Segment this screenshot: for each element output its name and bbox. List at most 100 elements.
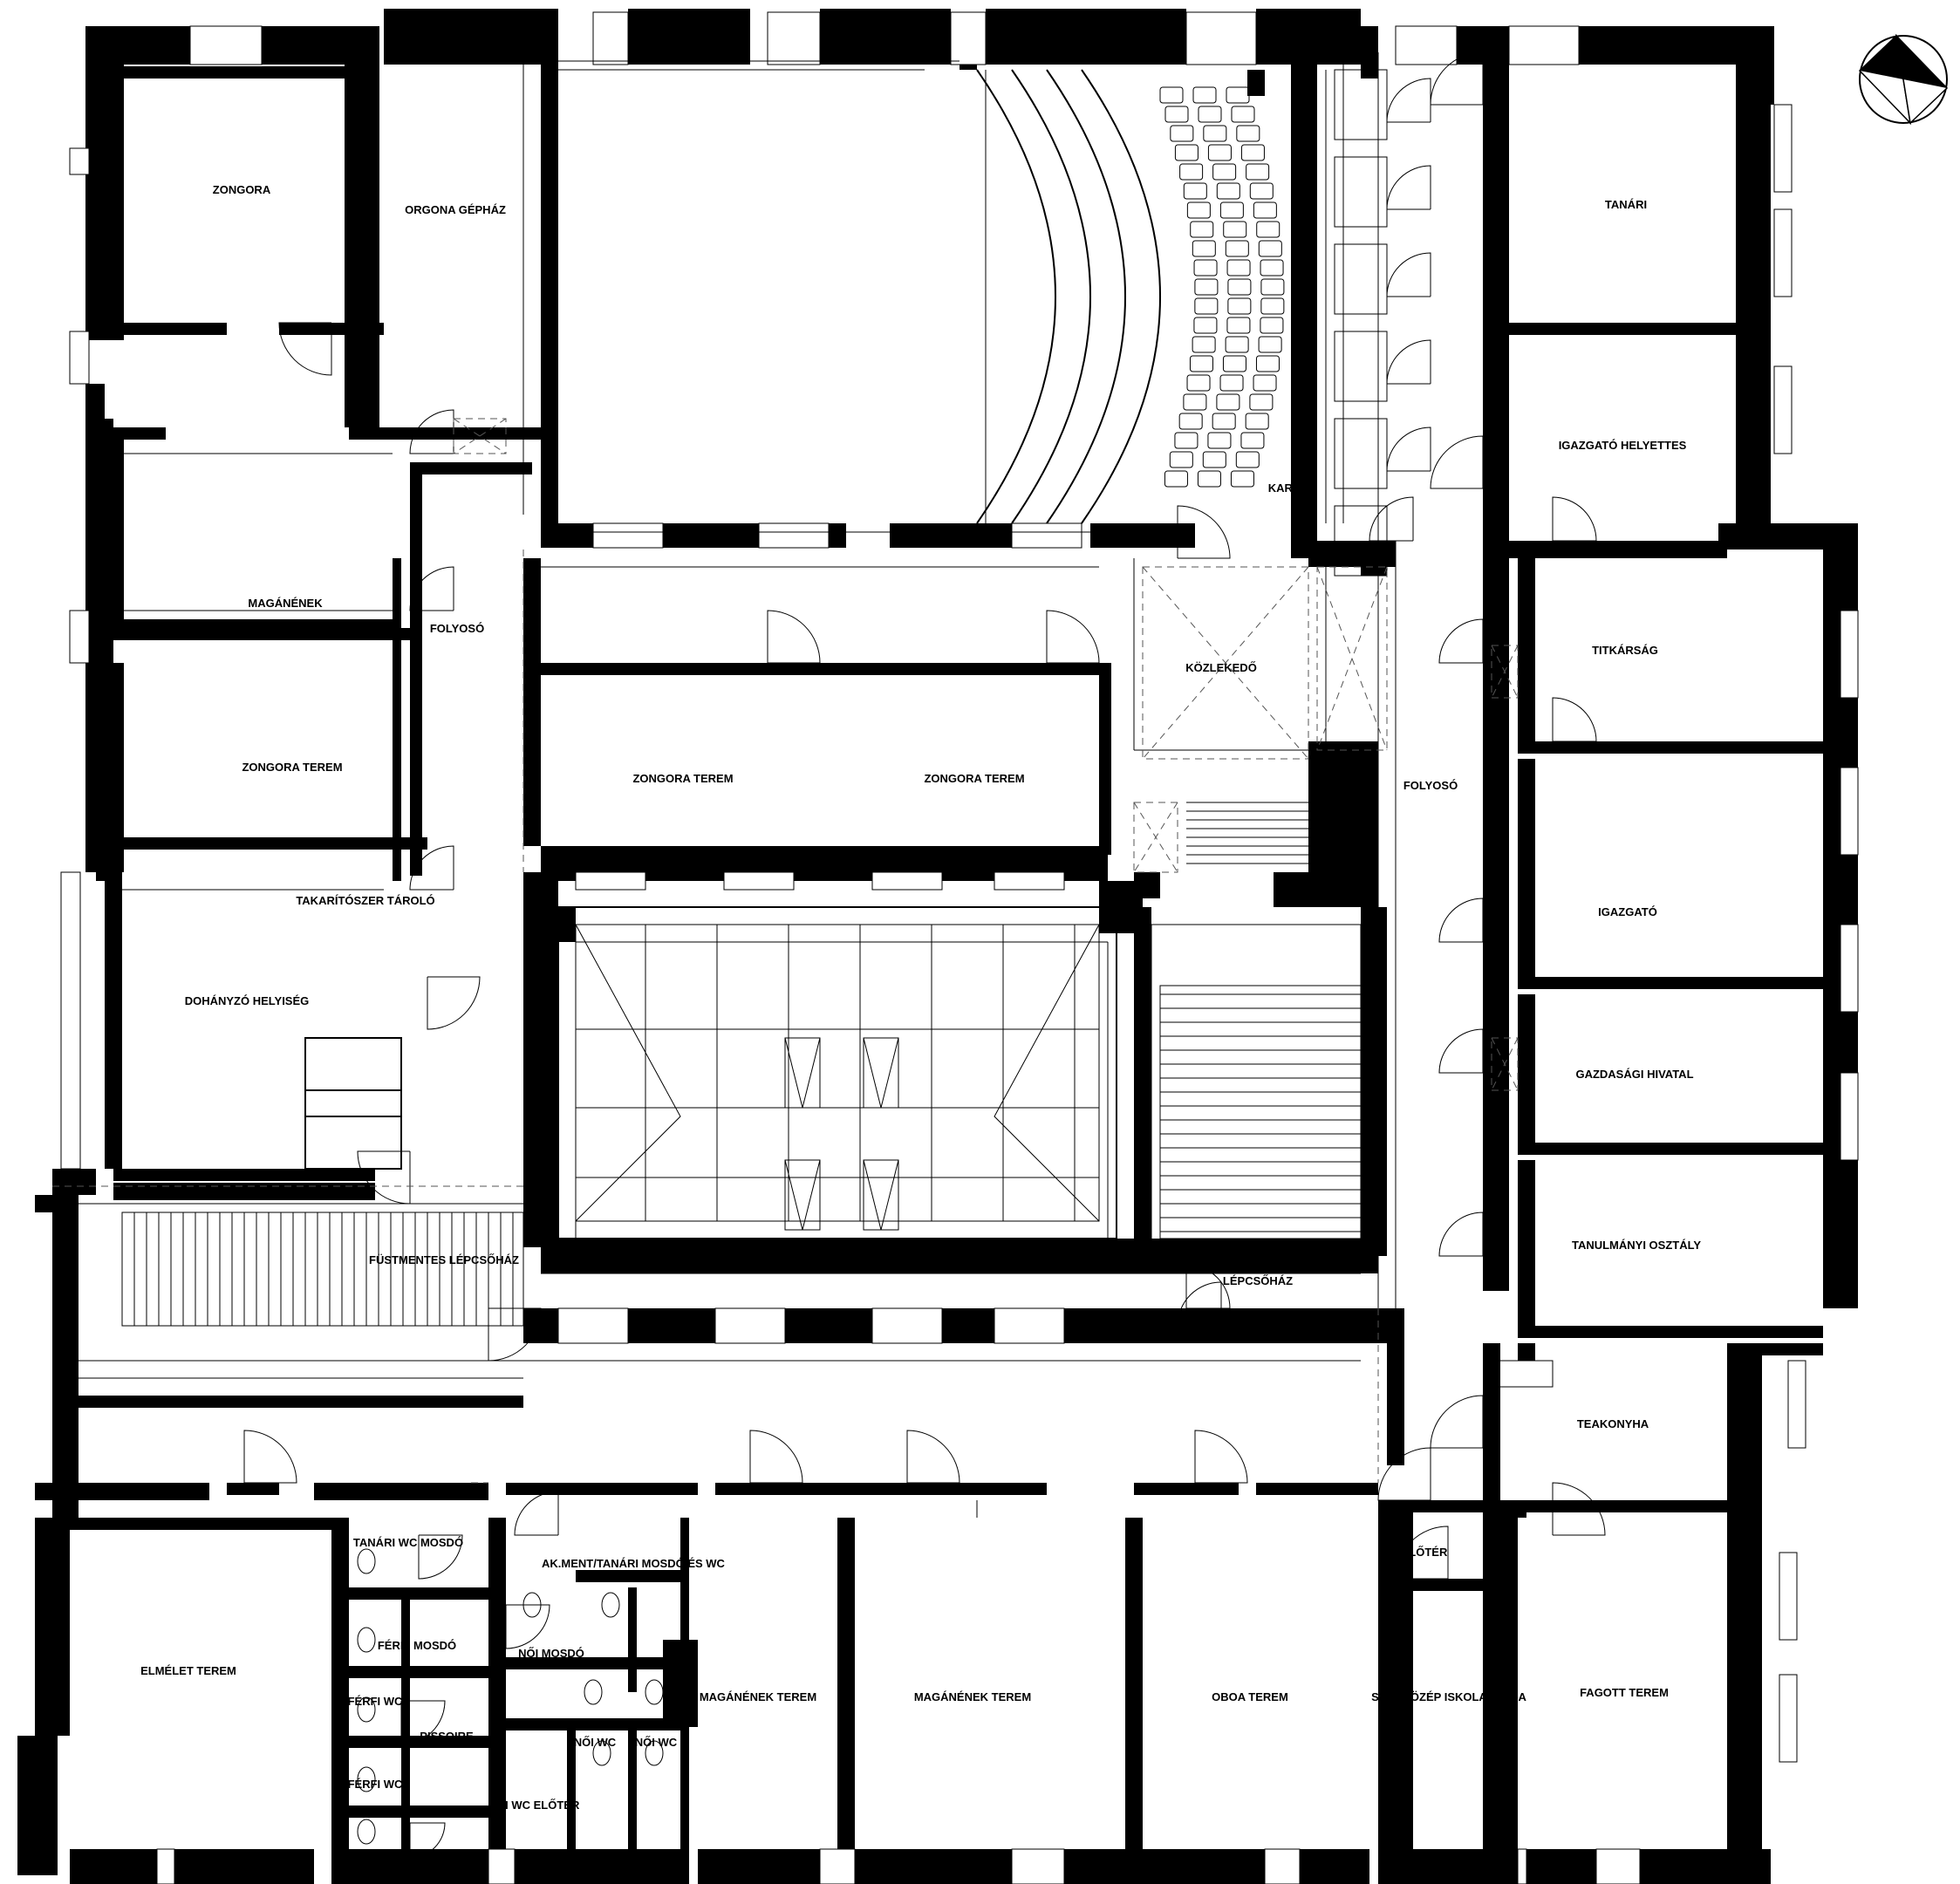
seat xyxy=(1159,86,1184,104)
seat xyxy=(1235,451,1260,468)
shaft xyxy=(1491,645,1519,699)
room-label-elotor: ELŐTÉR xyxy=(1402,1546,1448,1559)
seat xyxy=(1240,144,1265,161)
door-swing xyxy=(1438,1212,1484,1257)
window xyxy=(1840,924,1859,1013)
room-label-titkarsag: TITKÁRSÁG xyxy=(1592,644,1658,657)
wall-segment xyxy=(567,1727,576,1875)
wall-segment xyxy=(497,1718,680,1730)
shaft xyxy=(1133,802,1178,873)
room-label-oboa-terem: OBOA TEREM xyxy=(1212,1690,1288,1703)
seat xyxy=(1249,393,1274,411)
wall-segment xyxy=(488,1587,497,1875)
wall-segment xyxy=(1308,741,1378,872)
wall-segment xyxy=(1125,1518,1143,1884)
room-label-orgona-gephaz: ORGONA GÉPHÁZ xyxy=(405,203,506,216)
wall-segment xyxy=(1274,872,1378,907)
room-label-tanulmanyi-osztaly: TANULMÁNYI OSZTÁLY xyxy=(1572,1239,1701,1252)
window xyxy=(488,1848,516,1884)
room-label-ferfi-wc-1: FÉRFI WC xyxy=(348,1695,403,1708)
cabinet xyxy=(304,1089,402,1170)
shaft xyxy=(1142,566,1309,760)
seat xyxy=(1194,297,1219,315)
window xyxy=(156,1848,175,1884)
wall-segment xyxy=(506,1483,698,1495)
window xyxy=(575,871,646,891)
skylight-inner xyxy=(575,924,1100,1222)
sanitary-fixture xyxy=(357,1627,376,1653)
wall-segment xyxy=(576,1570,689,1582)
wall-segment xyxy=(70,1849,157,1884)
seat xyxy=(1216,393,1240,411)
seat xyxy=(1193,259,1218,276)
window xyxy=(1395,25,1458,65)
room-label-fagott-terem: FAGOTT TEREM xyxy=(1580,1686,1669,1699)
room-label-ferfi-mosdo: FÉRFI MOSDÓ xyxy=(378,1639,456,1652)
door-swing xyxy=(409,1822,446,1859)
window xyxy=(592,11,629,65)
wall-segment xyxy=(35,1483,209,1500)
skylight-hip xyxy=(575,924,681,1222)
window xyxy=(1779,1674,1798,1763)
seat xyxy=(1207,144,1232,161)
window xyxy=(767,11,821,65)
wall-segment xyxy=(1518,558,1535,741)
wall-segment xyxy=(1291,52,1317,558)
wall-segment xyxy=(1247,70,1265,96)
wall-segment xyxy=(1387,1308,1404,1465)
wall-segment xyxy=(410,462,532,474)
window xyxy=(994,1307,1065,1344)
wall-segment xyxy=(1378,1509,1413,1858)
wall-segment xyxy=(541,663,829,675)
seat xyxy=(1192,336,1216,353)
door-swing xyxy=(1177,505,1231,559)
skylight-hip xyxy=(994,924,1100,1222)
door-swing xyxy=(1438,618,1484,664)
wall-segment xyxy=(1099,663,1111,855)
seat xyxy=(1178,413,1203,430)
seat xyxy=(1183,393,1207,411)
wall-segment xyxy=(17,1736,58,1875)
wall-segment xyxy=(1518,1160,1535,1334)
wall-segment xyxy=(52,1169,79,1518)
seat xyxy=(1183,182,1207,200)
wall-segment xyxy=(1518,1143,1823,1155)
wall-segment xyxy=(1518,1326,1823,1338)
seat xyxy=(1240,432,1265,449)
wall-segment xyxy=(986,9,1186,65)
light-fixture-mark xyxy=(863,1037,899,1109)
room-label-dohanyzo-helyiseg: DOHÁNYZÓ HELYISÉG xyxy=(185,994,310,1007)
seat xyxy=(1253,374,1277,392)
door-swing xyxy=(505,1604,550,1649)
sanitary-fixture xyxy=(645,1740,664,1766)
seat xyxy=(1258,240,1282,257)
north-arrow-icon xyxy=(1858,33,1949,126)
seat xyxy=(1164,106,1189,123)
seat xyxy=(1256,221,1280,238)
wall-segment xyxy=(820,663,1108,675)
room-label-noi-wc-2: NŐI WC xyxy=(635,1736,678,1749)
room-label-karzat: KARZAT xyxy=(1268,481,1315,495)
window xyxy=(871,1307,943,1344)
wall-segment xyxy=(1727,1343,1762,1858)
seat xyxy=(1193,317,1218,334)
window xyxy=(871,871,943,891)
window xyxy=(1011,522,1082,549)
wall-segment xyxy=(105,66,358,78)
wall-segment xyxy=(1378,1849,1518,1884)
window xyxy=(1787,1360,1806,1449)
sanitary-fixture xyxy=(601,1592,620,1618)
door-swing xyxy=(1430,1395,1484,1449)
sanitary-fixture xyxy=(357,1819,376,1845)
kitchen-counter xyxy=(1491,1360,1554,1388)
wall-segment xyxy=(89,174,124,331)
door-swing xyxy=(1552,697,1597,742)
door-swing xyxy=(906,1430,960,1484)
wall-segment xyxy=(1518,994,1535,1151)
seat xyxy=(1231,106,1255,123)
room-label-noi-wc-1: NŐI WC xyxy=(574,1736,617,1749)
window xyxy=(1011,1848,1065,1884)
seat xyxy=(1174,144,1199,161)
stall xyxy=(1334,331,1388,402)
